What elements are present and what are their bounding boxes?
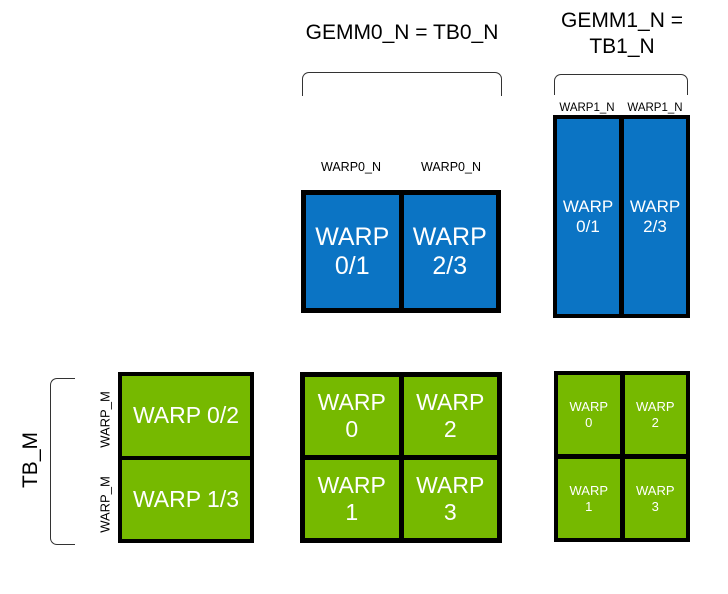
- green-right-cell-warp-0-label: WARP 0: [569, 398, 609, 430]
- green-middle-cell-warp-1[interactable]: WARP 1: [305, 460, 399, 538]
- blue-gemm1-cell-warp-2-3[interactable]: WARP 2/3: [624, 119, 686, 314]
- green-right-group: WARP 0 WARP 2 WARP 1 WARP 3: [554, 371, 690, 542]
- blue-gemm0-group: WARP 0/1 WARP 2/3: [301, 190, 501, 313]
- warp1-n-label-left: WARP1_N: [559, 102, 615, 114]
- green-right-row-top: WARP 0 WARP 2: [558, 375, 686, 454]
- green-middle-cell-warp-3[interactable]: WARP 3: [403, 460, 497, 538]
- blue-gemm0-cell-warp-0-1[interactable]: WARP 0/1: [306, 195, 399, 308]
- green-right-row-bottom: WARP 1 WARP 3: [558, 459, 686, 538]
- blue-gemm1-cell-warp-0-1-label: WARP 0/1: [562, 196, 614, 236]
- green-middle-row-bottom: WARP 1 WARP 3: [305, 460, 497, 538]
- green-right-cell-warp-2-label: WARP 2: [635, 398, 675, 430]
- blue-gemm1-cell-warp-2-3-label: WARP 2/3: [629, 196, 681, 236]
- warp1-n-label-right: WARP1_N: [627, 102, 683, 114]
- green-left-cell-warp-1-3[interactable]: WARP 1/3: [122, 459, 250, 539]
- green-middle-group: WARP 0 WARP 2 WARP 1 WARP 3: [300, 372, 502, 543]
- green-left-group: WARP 0/2 WARP 1/3: [118, 372, 254, 543]
- green-right-cell-warp-3-label: WARP 3: [635, 482, 675, 514]
- gemm1-span-bracket: [554, 74, 688, 95]
- green-middle-cell-warp-2[interactable]: WARP 2: [403, 377, 497, 455]
- warp-m-label-top: WARP_M: [97, 391, 113, 448]
- green-right-cell-warp-1-label: WARP 1: [569, 482, 609, 514]
- gemm0-span-bracket: [302, 72, 502, 96]
- green-left-cell-warp-0-2-label: WARP 0/2: [132, 402, 240, 429]
- green-middle-cell-warp-1-label: WARP 1: [317, 472, 386, 525]
- tb-m-label: TB_M: [19, 432, 42, 489]
- gemm0-title: GEMM0_N = TB0_N: [305, 21, 499, 44]
- tb-m-bracket: [50, 378, 75, 545]
- green-middle-cell-warp-0[interactable]: WARP 0: [305, 377, 399, 455]
- green-right-cell-warp-2[interactable]: WARP 2: [624, 375, 686, 454]
- green-middle-row-top: WARP 0 WARP 2: [305, 377, 497, 455]
- green-middle-cell-warp-3-label: WARP 3: [416, 472, 485, 525]
- blue-gemm0-cell-warp-0-1-label: WARP 0/1: [315, 222, 390, 280]
- green-right-cell-warp-0[interactable]: WARP 0: [558, 375, 620, 454]
- warp-m-label-bottom: WARP_M: [97, 476, 113, 533]
- blue-gemm0-cell-warp-2-3[interactable]: WARP 2/3: [403, 195, 496, 308]
- blue-gemm0-cell-warp-2-3-label: WARP 2/3: [412, 222, 487, 280]
- green-right-cell-warp-3[interactable]: WARP 3: [624, 459, 686, 538]
- green-left-cell-warp-0-2[interactable]: WARP 0/2: [122, 376, 250, 456]
- warp0-n-label-left: WARP0_N: [321, 160, 381, 174]
- green-middle-cell-warp-2-label: WARP 2: [416, 389, 485, 442]
- gemm1-title: GEMM1_N = TB1_N: [561, 9, 683, 58]
- blue-gemm1-cell-warp-0-1[interactable]: WARP 0/1: [557, 119, 619, 314]
- blue-gemm1-group: WARP 0/1 WARP 2/3: [553, 115, 690, 318]
- green-right-cell-warp-1[interactable]: WARP 1: [558, 459, 620, 538]
- green-left-cell-warp-1-3-label: WARP 1/3: [132, 485, 240, 512]
- green-middle-cell-warp-0-label: WARP 0: [317, 389, 386, 442]
- warp0-n-label-right: WARP0_N: [421, 160, 481, 174]
